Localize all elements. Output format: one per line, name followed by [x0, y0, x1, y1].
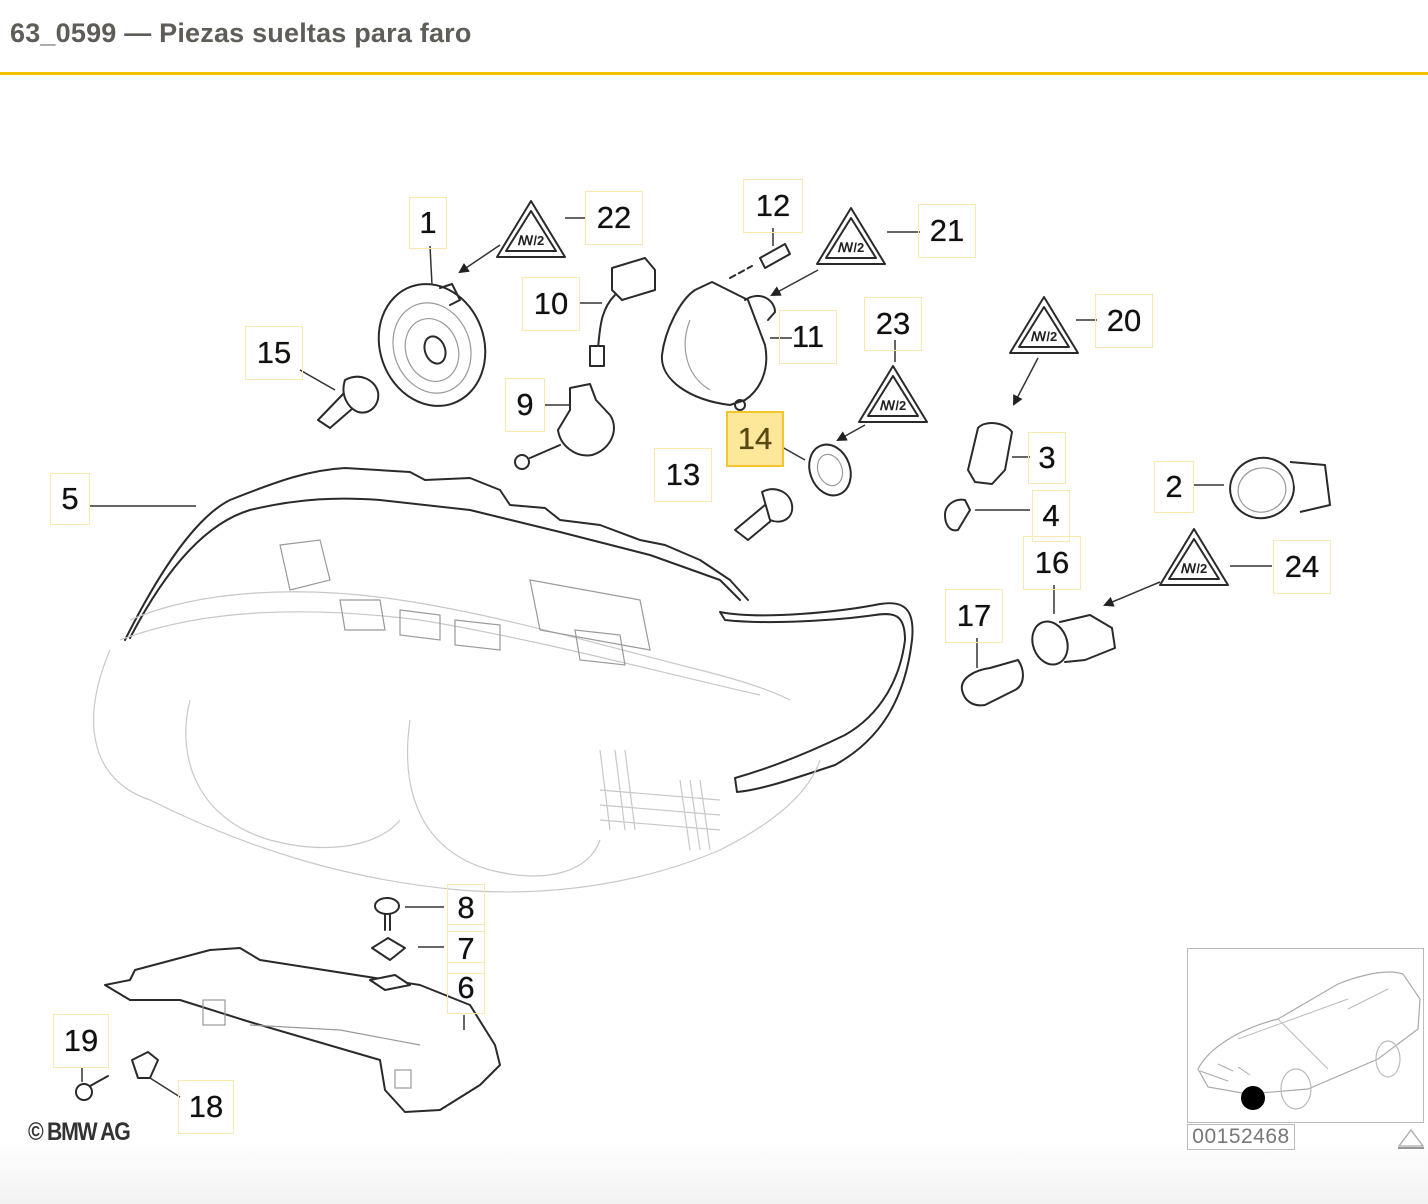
callout-17[interactable]: 17 [945, 589, 1003, 643]
warning-triangle-icon [1397, 1128, 1425, 1149]
part-3-bulb [967, 422, 1013, 485]
callout-6[interactable]: 6 [447, 962, 485, 1014]
callout-5[interactable]: 5 [50, 473, 90, 525]
callout-14-selected[interactable]: 14 [726, 411, 784, 467]
page-title: 63_0599 — Piezas sueltas para faro [10, 18, 472, 48]
callout-23[interactable]: 23 [864, 297, 922, 351]
part-10-connector [589, 257, 656, 367]
position-marker-dot [1241, 1086, 1265, 1110]
warning-triangle-22 [496, 200, 566, 258]
callout-10[interactable]: 10 [522, 277, 580, 331]
callout-22[interactable]: 22 [585, 191, 643, 245]
part-1-ring [377, 283, 487, 407]
callout-4[interactable]: 4 [1032, 490, 1070, 542]
part-14-clip [808, 443, 852, 497]
copyright-label: © BMW AG [28, 1118, 131, 1146]
page-header: 63_0599 — Piezas sueltas para faro [0, 0, 1428, 75]
part-19-screw [75, 1075, 109, 1101]
headlight-housing [93, 467, 914, 893]
callout-11[interactable]: 11 [779, 310, 837, 364]
part-7-nut [371, 937, 406, 961]
part-15-bulb [317, 375, 380, 429]
warning-triangle-23 [858, 365, 928, 423]
part-6-bracket [104, 947, 501, 1113]
callout-18[interactable]: 18 [178, 1080, 234, 1134]
callout-16[interactable]: 16 [1023, 536, 1081, 590]
part-12-screw [729, 243, 791, 279]
callout-20[interactable]: 20 [1095, 294, 1153, 348]
part-11-cover [660, 281, 776, 411]
callout-12[interactable]: 12 [743, 179, 803, 233]
callout-8[interactable]: 8 [447, 884, 485, 932]
callout-19[interactable]: 19 [53, 1014, 109, 1068]
part-4-bulb [944, 498, 971, 532]
part-9-socket [514, 383, 615, 470]
part-8-screw [374, 897, 400, 931]
callout-21[interactable]: 21 [918, 204, 976, 258]
callout-9[interactable]: 9 [505, 378, 545, 432]
warning-triangle-21 [816, 207, 886, 265]
part-17-bulb [960, 659, 1024, 707]
leader-lines [81, 217, 1272, 1098]
part-18-clip [131, 1051, 159, 1079]
part-13-bulb [734, 488, 794, 541]
locator-thumbnail [1187, 948, 1424, 1123]
warning-triangle-20 [1009, 296, 1079, 354]
callout-15[interactable]: 15 [245, 326, 303, 380]
warning-triangle-24 [1159, 528, 1229, 586]
callout-13[interactable]: 13 [654, 448, 712, 502]
callout-3[interactable]: 3 [1028, 432, 1066, 484]
callout-7[interactable]: 7 [447, 924, 485, 974]
car-outline-icon [1197, 971, 1421, 1110]
callout-24[interactable]: 24 [1273, 540, 1331, 594]
callout-2[interactable]: 2 [1154, 461, 1194, 513]
part-16-socket [1031, 614, 1116, 666]
reference-number: 00152468 [1187, 1124, 1295, 1150]
callout-1[interactable]: 1 [409, 197, 447, 249]
part-2-socket [1229, 456, 1331, 520]
